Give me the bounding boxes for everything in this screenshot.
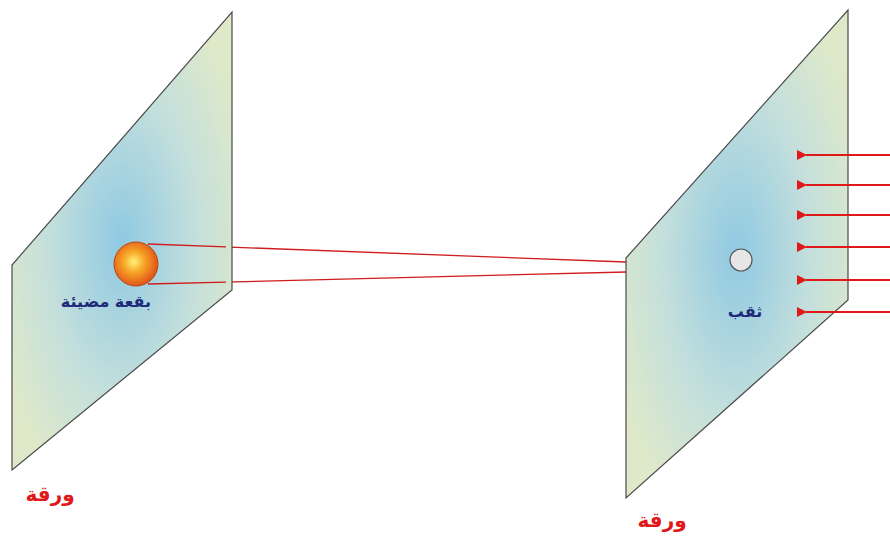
light-ray [148, 244, 626, 262]
sheet-label: ورقة [25, 482, 74, 506]
sheet-outline [6, 6, 238, 516]
text-slot: ورقة [637, 508, 686, 532]
text-slot: بقعة مضيئة [61, 292, 151, 311]
bright-spot [114, 242, 158, 286]
light-ray [148, 272, 626, 284]
sheet-label: ورقة [637, 508, 686, 532]
paper-sheet: ثقب ورقة [620, 6, 854, 540]
incoming-light-arrow [806, 246, 890, 248]
text-slot: ورقة [25, 482, 74, 506]
incoming-light-arrow [806, 279, 890, 281]
incoming-light-arrow [806, 184, 890, 186]
text-slot: ثقب [728, 302, 762, 321]
incoming-light-arrow [806, 311, 890, 313]
incoming-light-arrow [806, 214, 890, 216]
spot-label: بقعة مضيئة [61, 292, 151, 311]
paper-sheet: بقعة مضيئة ورقة [6, 6, 238, 516]
sheet-outline [620, 6, 854, 540]
sheet-shape [626, 10, 848, 498]
incoming-light-arrow [806, 154, 890, 156]
hole-label: ثقب [728, 302, 762, 321]
sheet-shape [12, 12, 232, 470]
hole [730, 249, 752, 271]
